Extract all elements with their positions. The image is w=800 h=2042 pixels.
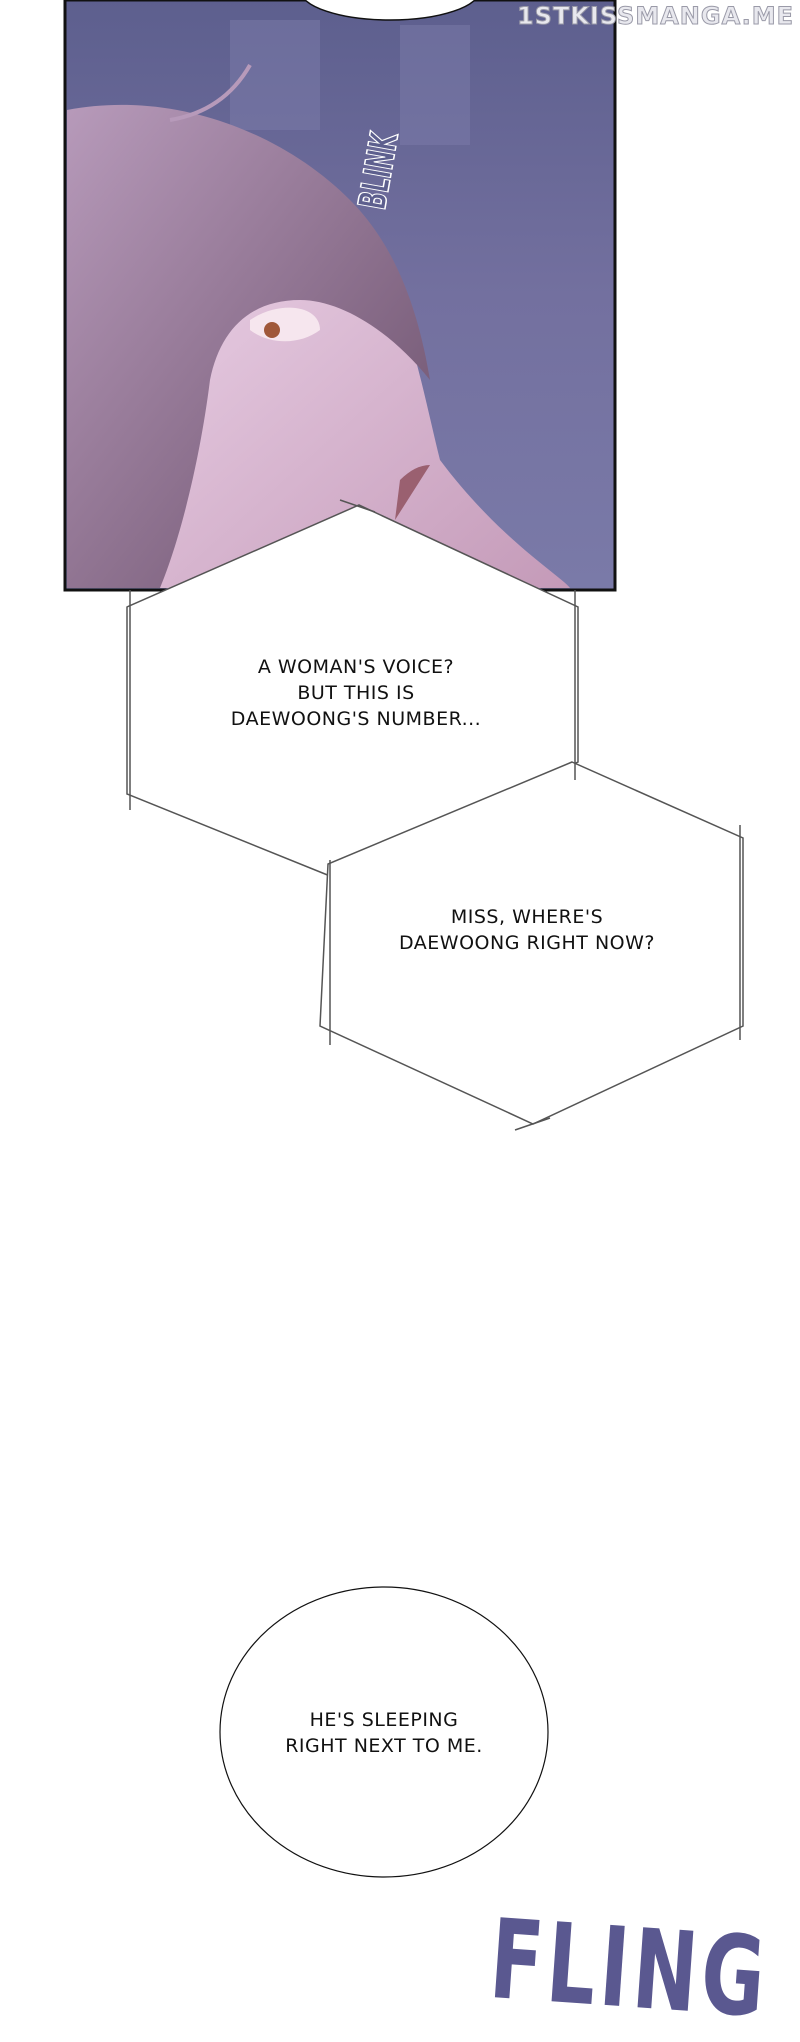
dialogue-3: HE'S SLEEPING RIGHT NEXT TO ME. xyxy=(285,1709,483,1757)
round-bubble xyxy=(219,1586,549,1878)
dialogue-2: MISS, WHERE'S DAEWOONG RIGHT NOW? xyxy=(399,906,655,954)
watermark: 1STKISSMANGA.ME xyxy=(516,2,794,31)
dialogue-1: A WOMAN'S VOICE? BUT THIS IS DAEWOONG'S … xyxy=(230,656,482,730)
comic-artwork xyxy=(63,0,744,1878)
sfx-fling: FLING xyxy=(486,1895,774,2042)
illustration-panel xyxy=(63,0,617,592)
